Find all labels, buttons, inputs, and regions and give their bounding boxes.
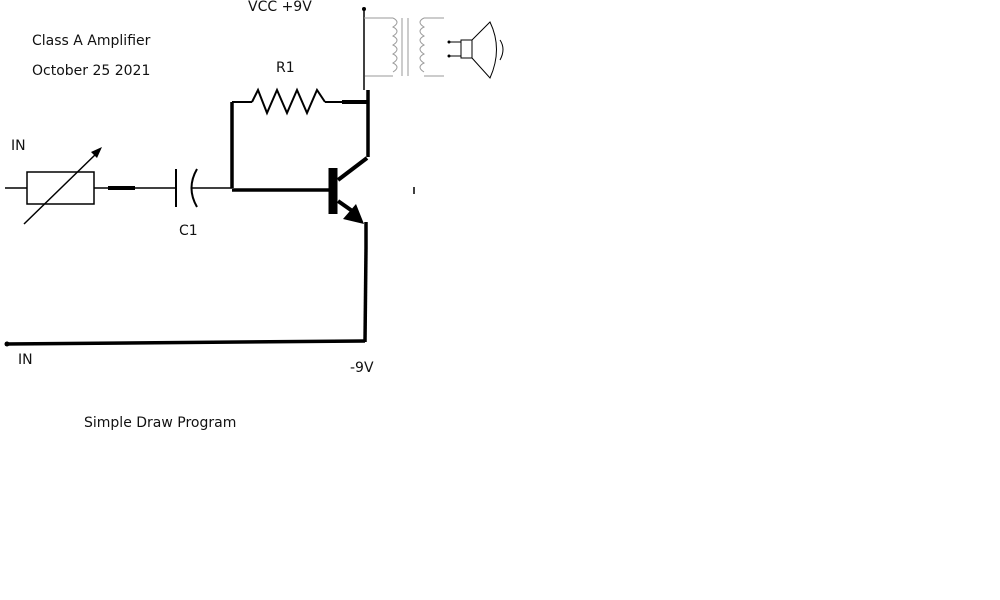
npn-transistor bbox=[328, 156, 369, 248]
negative-supply-label: -9V bbox=[350, 360, 374, 376]
diagram-date: October 25 2021 bbox=[32, 63, 151, 79]
ground-rail bbox=[4, 339, 366, 346]
vcc-node bbox=[362, 7, 366, 11]
program-name: Simple Draw Program bbox=[84, 415, 237, 431]
input-label-bottom: IN bbox=[18, 352, 33, 368]
speaker-icon bbox=[447, 21, 504, 79]
vcc-label: VCC +9V bbox=[248, 0, 312, 15]
variable-resistor bbox=[23, 147, 102, 225]
emitter-wire bbox=[363, 247, 368, 343]
r1-label: R1 bbox=[276, 60, 295, 76]
ground-node bbox=[4, 341, 10, 347]
diagram-title: Class A Amplifier bbox=[32, 33, 151, 49]
c1-label: C1 bbox=[179, 223, 198, 239]
resistor-r1 bbox=[251, 87, 326, 116]
input-label-top: IN bbox=[11, 138, 26, 154]
transformer bbox=[364, 17, 444, 77]
